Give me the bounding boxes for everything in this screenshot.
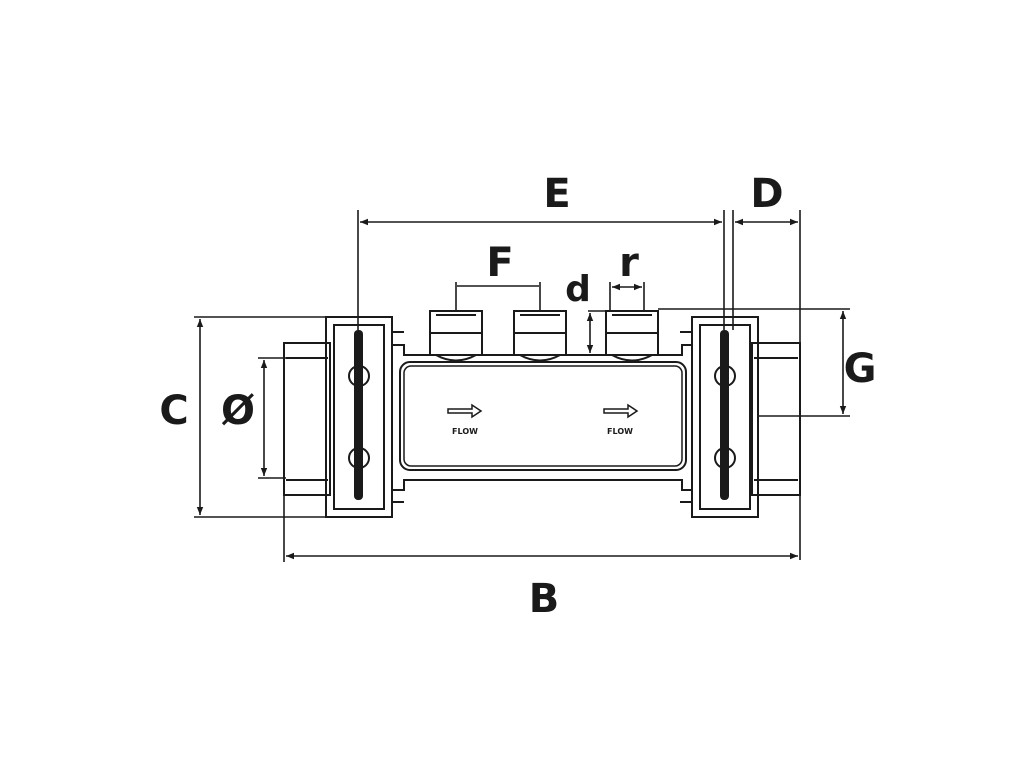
dim-label-phi: Ø — [221, 388, 255, 434]
sight-gauges — [354, 330, 729, 500]
dim-label-B: B — [529, 576, 560, 622]
dim-label-G: G — [844, 346, 877, 392]
manifold-window — [399, 361, 687, 471]
flow-label: FLOW — [607, 427, 633, 436]
manifold-body — [391, 344, 693, 491]
dim-label-C: C — [159, 388, 188, 434]
bolts — [348, 365, 736, 469]
dim-label-r: r — [619, 240, 639, 286]
dim-label-d: d — [565, 269, 591, 310]
right-pipe-end — [751, 342, 801, 496]
left-sight-gauge — [354, 330, 363, 500]
right-sight-gauge — [720, 330, 729, 500]
dim-label-E: E — [543, 171, 570, 217]
flow-arrows — [447, 403, 639, 419]
dimension-lines — [194, 210, 850, 562]
dim-label-D: D — [750, 171, 783, 217]
left-pipe-end — [283, 342, 331, 496]
dim-label-F: F — [486, 240, 513, 286]
flow-label: FLOW — [452, 427, 478, 436]
flow-arrow-icon — [603, 403, 639, 419]
flow-arrow-icon — [447, 403, 483, 419]
body-outline — [283, 310, 801, 518]
